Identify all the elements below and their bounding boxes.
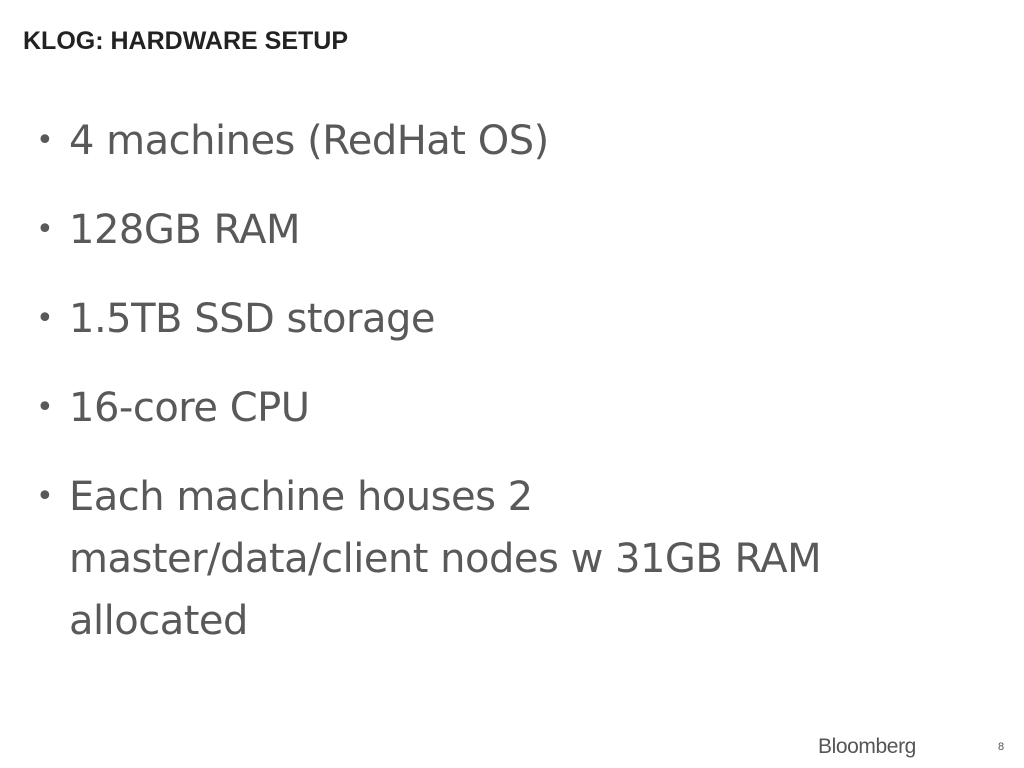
bullet-item-machines: • 4 machines (RedHat OS) [36, 110, 936, 172]
bullet-icon: • [36, 390, 54, 425]
bullet-text: 4 machines (RedHat OS) [69, 118, 549, 164]
bullet-icon: • [36, 212, 54, 247]
page-number: 8 [998, 741, 1005, 753]
slide-title: KLOG: HARDWARE SETUP [23, 27, 348, 55]
bullet-item-storage: • 1.5TB SSD storage [36, 288, 936, 350]
bullet-text: 16-core CPU [69, 385, 310, 431]
bullet-item-ram: • 128GB RAM [36, 199, 936, 261]
bullet-icon: • [36, 123, 54, 158]
bloomberg-logo: Bloomberg [818, 735, 916, 758]
bullet-list: • 4 machines (RedHat OS) • 128GB RAM • 1… [36, 110, 936, 652]
bullet-icon: • [36, 479, 54, 514]
bullet-item-nodes: • Each machine houses 2 master/data/clie… [36, 466, 936, 652]
bullet-text: Each machine houses 2 master/data/client… [69, 474, 822, 644]
bullet-icon: • [36, 301, 54, 336]
bullet-item-cpu: • 16-core CPU [36, 377, 936, 439]
bullet-text: 128GB RAM [69, 207, 301, 253]
bullet-text: 1.5TB SSD storage [69, 296, 435, 342]
